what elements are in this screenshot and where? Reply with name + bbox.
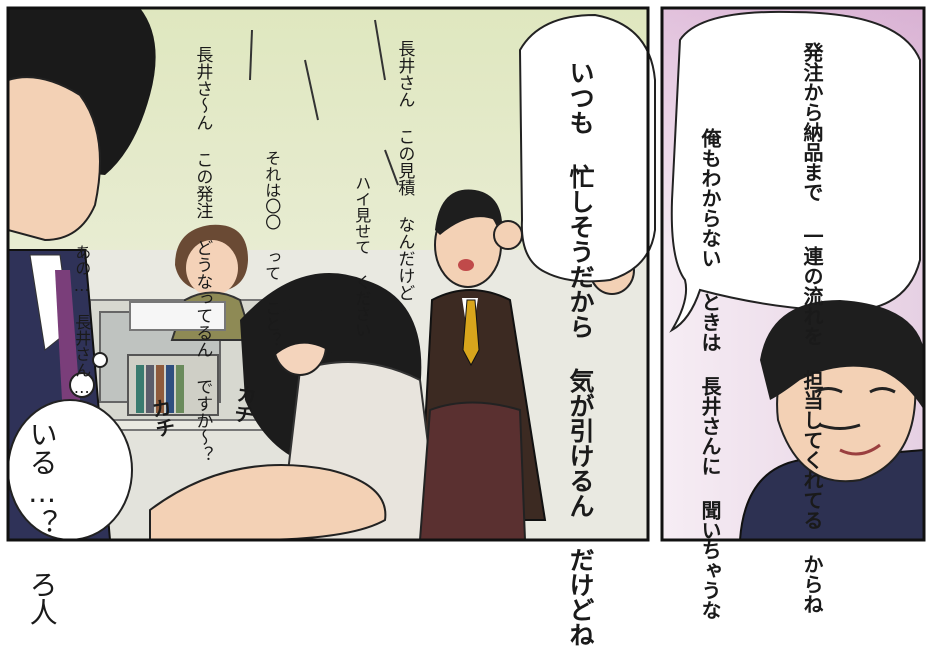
speech-top-left-line-1: 長井さ〜ん xyxy=(192,46,213,131)
speech-top-right-line-3: なんだけど xyxy=(394,216,415,301)
right-bubble-2-line-1: 俺もわからない xyxy=(698,128,722,268)
manga-artwork xyxy=(6,6,926,542)
speech-left-line-1: あの… xyxy=(72,244,92,295)
tension-lines xyxy=(249,19,399,186)
thought-line-1: いる…？ xyxy=(25,420,59,537)
right-bubble-2-line-4: 聞いちゃうな xyxy=(698,500,722,620)
right-bubble-1-line-1: 発注から納品まで xyxy=(800,42,824,202)
main-bubble-text: いつも 忙しそうだから 気が引けるん だけどね xyxy=(565,60,595,647)
speech-top-left: 長井さ〜ん この発注 どうなってるん ですか〜？ xyxy=(192,46,212,463)
speech-left: あの… 長井さん… xyxy=(72,244,91,397)
right-bubble-text-1: 発注から納品まで 一連の流れを 担当してくれてる からね xyxy=(800,42,824,614)
right-bubble-1-line-2: 一連の流れを xyxy=(800,226,824,346)
speech-mid-left: それは〇〇 って こと？ xyxy=(262,150,281,348)
right-bubble-text-2: 俺もわからない ときは 長井さんに 聞いちゃうな xyxy=(698,128,722,620)
thought-bubble xyxy=(7,352,133,541)
speech-mid-right-line-2: ください xyxy=(352,274,372,338)
speech-top-left-line-4: ですか〜？ xyxy=(192,378,213,463)
speech-top-right-line-1: 長井さん xyxy=(394,40,415,108)
speech-top-right-line-2: この見積 xyxy=(394,128,415,196)
thought-bubble-text: いる…？ ろ人 xyxy=(25,420,59,626)
speech-mid-right-line-1: ハイ見せて xyxy=(352,175,372,255)
speech-top-right: 長井さん この見積 なんだけど xyxy=(394,40,414,301)
main-bubble-line-4: だけどね xyxy=(566,547,595,647)
speech-mid-left-line-1: それは〇〇 xyxy=(262,150,282,230)
speech-mid-left-line-2: って こと？ xyxy=(262,249,282,348)
main-bubble-line-3: 気が引けるん xyxy=(566,368,595,518)
woman-background xyxy=(129,224,254,341)
right-bubble-1-line-3: 担当してくれてる xyxy=(800,370,824,530)
main-bubble-line-1: いつも xyxy=(566,60,595,135)
right-bubble-2-line-2: ときは xyxy=(698,292,722,352)
right-bubble-2-line-3: 長井さんに xyxy=(698,376,722,476)
right-bubble-1-line-4: からね xyxy=(800,554,824,614)
left-panel xyxy=(6,6,656,542)
man-portrait-right xyxy=(738,300,925,541)
speech-left-line-2: 長井さん… xyxy=(72,314,92,397)
manga-page: いつも 忙しそうだから 気が引けるん だけどね 長井さん この見積 なんだけど … xyxy=(6,6,926,647)
speech-top-left-line-3: どうなってるん xyxy=(192,239,213,358)
office-chair xyxy=(418,401,527,541)
speech-mid-right: ハイ見せて ください xyxy=(352,175,371,338)
right-panel xyxy=(660,6,926,542)
bookshelf xyxy=(127,354,219,416)
thought-line-2: ろ人 xyxy=(25,570,59,626)
speech-top-left-line-2: この発注 xyxy=(192,151,213,219)
main-bubble-line-2: 忙しそうだから xyxy=(566,164,595,339)
